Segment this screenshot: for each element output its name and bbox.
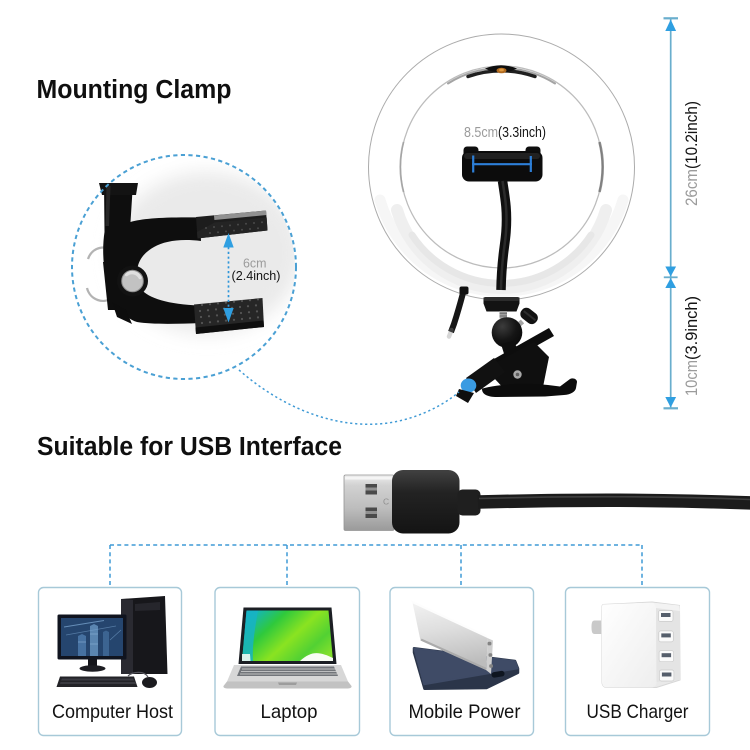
svg-text:Laptop: Laptop: [261, 701, 318, 723]
svg-text:Computer Host: Computer Host: [52, 701, 174, 723]
svg-text:(3.3inch): (3.3inch): [498, 125, 546, 141]
svg-text:Suitable for USB Interface: Suitable for USB Interface: [37, 433, 342, 461]
svg-text:(3.9inch): (3.9inch): [683, 296, 701, 360]
svg-text:10cm: 10cm: [683, 360, 701, 396]
svg-text:C: C: [383, 497, 389, 507]
svg-text:(10.2inch): (10.2inch): [683, 101, 701, 169]
svg-text:6cm: 6cm: [243, 257, 267, 271]
svg-text:USB Charger: USB Charger: [587, 701, 689, 723]
svg-text:Mounting Clamp: Mounting Clamp: [37, 76, 232, 104]
svg-text:(2.4inch): (2.4inch): [232, 269, 281, 283]
svg-text:Mobile Power: Mobile Power: [409, 701, 521, 723]
svg-text:8.5cm: 8.5cm: [464, 125, 498, 141]
svg-text:26cm: 26cm: [683, 169, 701, 206]
